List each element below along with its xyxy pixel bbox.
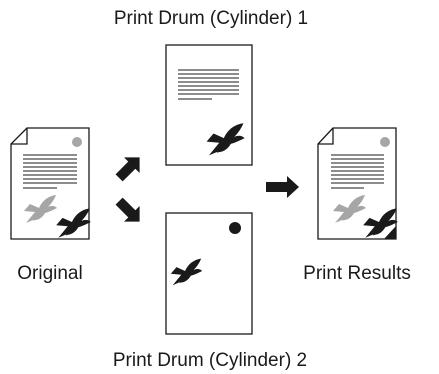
- label-drum2: Print Drum (Cylinder) 2: [113, 350, 307, 371]
- arrow-right-icon: [266, 176, 299, 198]
- drum2-sheet: [165, 212, 253, 335]
- drum1-sheet: [165, 44, 253, 166]
- folded-corner-icon: [384, 226, 396, 239]
- gray-circle-icon: [72, 137, 82, 147]
- black-circle-icon: [229, 222, 241, 234]
- original-document: [10, 127, 91, 240]
- drum1-text-lines: [178, 69, 239, 100]
- gray-circle-icon: [380, 137, 390, 147]
- arrow-down-right-icon: [115, 197, 140, 222]
- label-drum1: Print Drum (Cylinder) 1: [114, 8, 308, 29]
- label-original: Original: [17, 263, 82, 284]
- results-document: [317, 127, 398, 240]
- arrow-up-right-icon: [115, 157, 140, 182]
- text-lines: [331, 154, 384, 189]
- label-results: Print Results: [303, 263, 411, 284]
- text-lines: [23, 154, 77, 189]
